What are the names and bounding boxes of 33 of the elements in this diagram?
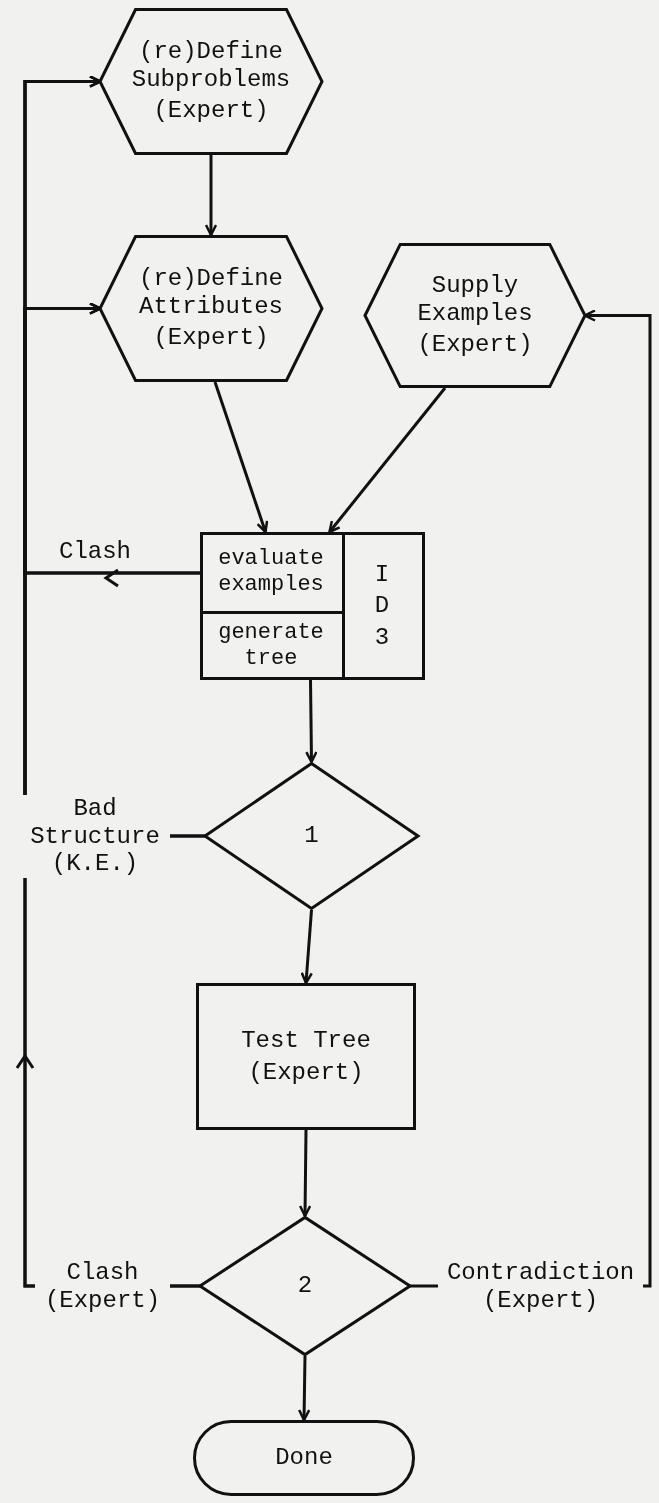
node-text: I D 3 [374, 560, 390, 653]
node-text: generate tree [217, 620, 325, 671]
arrow [300, 909, 313, 985]
arrow [204, 155, 218, 237]
arrow [305, 679, 318, 764]
node-text: (Expert) [153, 97, 269, 125]
node-text: (re)Define Attributes [138, 265, 284, 321]
process-hexagon [365, 243, 585, 388]
decision-diamond [205, 762, 418, 910]
arrow [297, 1355, 311, 1422]
node-text: (Expert) [248, 1058, 364, 1087]
edge-label: Bad Structure (K.E.) [20, 795, 170, 878]
arrow [213, 381, 269, 534]
node-text: Supply Examples [416, 272, 534, 328]
arrow [328, 387, 447, 534]
terminal-box [193, 1420, 415, 1496]
node-text: 1 [304, 822, 319, 850]
process-hexagon [100, 8, 322, 155]
node-text: Done [275, 1444, 333, 1472]
node-text: (re)Define Subproblems [130, 38, 292, 94]
process-cell [200, 532, 345, 614]
edge-label: Contradiction (Expert) [438, 1259, 643, 1315]
node-text: evaluate examples [217, 546, 325, 597]
node-text: Test Tree [241, 1026, 371, 1055]
process-box [196, 983, 416, 1130]
node-text: 2 [297, 1272, 313, 1300]
process-hexagon [100, 235, 322, 382]
node-text: (Expert) [153, 324, 269, 352]
node-text: (Expert) [417, 331, 533, 359]
decision-diamond [200, 1216, 410, 1356]
edge-label: Clash (Expert) [35, 1259, 170, 1315]
process-box [200, 532, 425, 680]
arrow [298, 1130, 312, 1218]
